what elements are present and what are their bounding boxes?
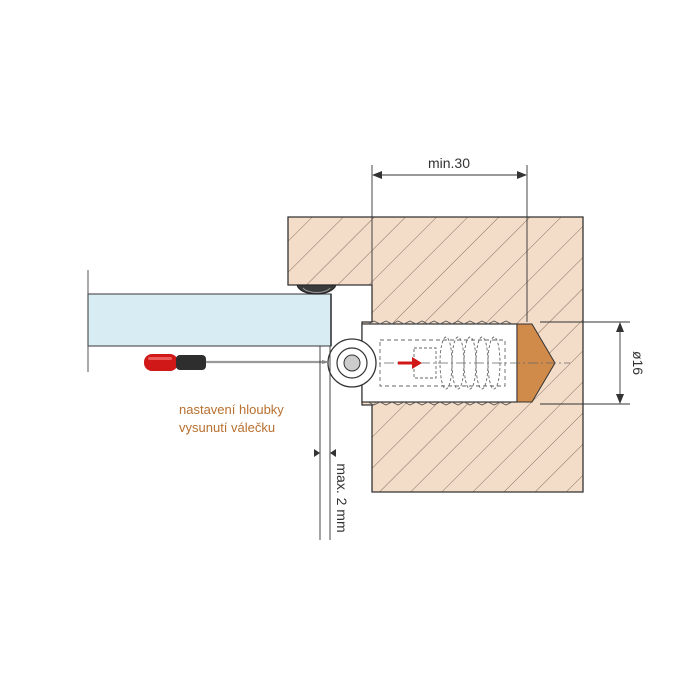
note-line-1: nastavení hloubky <box>179 402 284 417</box>
note-line-2: vysunutí válečku <box>179 420 275 435</box>
roller-bolt <box>330 320 570 406</box>
screwdriver-icon <box>144 354 330 371</box>
dimension-max-gap: max. 2 mm <box>314 346 350 540</box>
roller-wheel <box>327 338 377 388</box>
rubber-pad <box>296 284 337 295</box>
glass-shelf <box>87 270 332 372</box>
dimension-max-label: max. 2 mm <box>334 463 350 532</box>
dimension-min-label: min.30 <box>428 155 470 171</box>
dimension-min-30: min.30 <box>371 155 528 322</box>
depth-adjust-note: nastavení hloubky vysunutí válečku <box>179 402 284 435</box>
dimension-diameter-label: ø16 <box>630 351 646 375</box>
dimension-diameter: ø16 <box>540 321 646 405</box>
adjust-arrow <box>398 357 422 369</box>
